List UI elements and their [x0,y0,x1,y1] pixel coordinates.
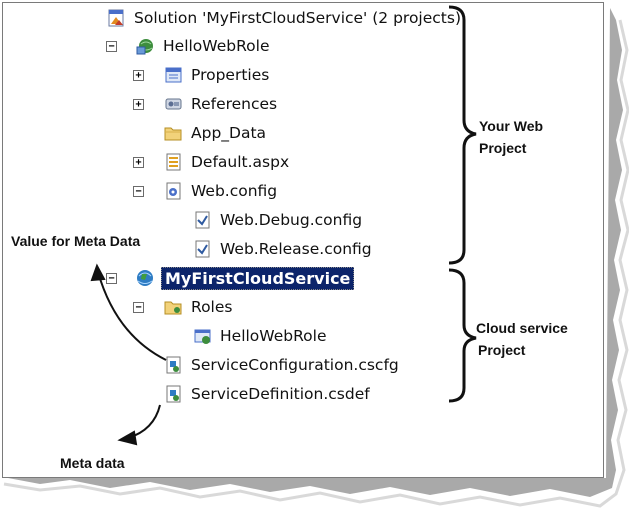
annotation-cloud-project-line1: Cloud service [476,320,568,336]
tree-label: ServiceDefinition.csdef [191,385,370,403]
config-file-icon [192,210,212,230]
tree-label: Web.Debug.config [220,211,363,229]
web-project-bracket [448,5,477,265]
tree-node-solution[interactable]: Solution 'MyFirstCloudService' (2 projec… [106,7,463,29]
tree-label-selected: MyFirstCloudService [161,266,355,290]
solution-explorer-panel [2,2,604,478]
annotation-web-project-line1: Your Web [479,118,544,134]
solution-icon [106,8,126,28]
tree-node-properties[interactable]: Properties [163,64,271,86]
expander-properties[interactable]: + [133,70,144,81]
tree-label: HelloWebRole [163,37,270,55]
aspx-page-icon [163,152,183,172]
expander-cloud-service[interactable]: − [106,273,117,284]
expander-hellowebrole[interactable]: − [106,41,117,52]
tree-label: App_Data [191,124,267,142]
tree-node-references[interactable]: References [163,93,279,115]
roles-folder-icon [163,297,183,317]
tree-node-web-debug-config[interactable]: Web.Debug.config [192,209,364,231]
annotation-meta-data: Meta data [60,455,125,471]
config-file-icon [192,239,212,259]
annotation-cloud-project-line2: Project [478,342,526,358]
csdef-file-icon [163,384,183,404]
tree-label: Properties [191,66,270,84]
cscfg-file-icon [163,355,183,375]
properties-icon [163,65,183,85]
tree-node-roles[interactable]: Roles [163,296,234,318]
tree-node-default-aspx[interactable]: Default.aspx [163,151,291,173]
annotation-web-project-line2: Project [479,140,527,156]
tree-label: ServiceConfiguration.cscfg [191,356,399,374]
tree-label: Solution 'MyFirstCloudService' (2 projec… [134,9,461,27]
web-project-icon [135,36,155,56]
tree-label: Roles [191,298,233,316]
cloud-service-icon [135,268,155,288]
tree-label: Default.aspx [191,153,290,171]
tree-label: Web.config [191,182,278,200]
tree-node-service-configuration[interactable]: ServiceConfiguration.cscfg [163,354,401,376]
value-arrow [90,263,167,361]
tree-node-web-config[interactable]: Web.config [163,180,279,202]
tree-node-role-hellowebrole[interactable]: HelloWebRole [192,325,328,347]
expander-default-aspx[interactable]: + [133,157,144,168]
tree-node-web-release-config[interactable]: Web.Release.config [192,238,374,260]
expander-web-config[interactable]: − [133,186,144,197]
folder-icon [163,123,183,143]
tree-node-hellowebrole[interactable]: HelloWebRole [135,35,271,57]
tree-node-service-definition[interactable]: ServiceDefinition.csdef [163,383,372,405]
config-file-icon [163,181,183,201]
tree-label: References [191,95,278,113]
expander-roles[interactable]: − [133,302,144,313]
annotation-value-for-meta-data: Value for Meta Data [11,233,141,249]
tree-label: HelloWebRole [220,327,327,345]
cloud-project-bracket [448,268,477,403]
tree-node-cloud-service[interactable]: MyFirstCloudService [135,266,355,290]
references-icon [163,94,183,114]
expander-references[interactable]: + [133,99,144,110]
web-role-icon [192,326,212,346]
meta-data-arrow [117,404,161,446]
tree-node-app-data[interactable]: App_Data [163,122,268,144]
tree-label: Web.Release.config [220,240,372,258]
